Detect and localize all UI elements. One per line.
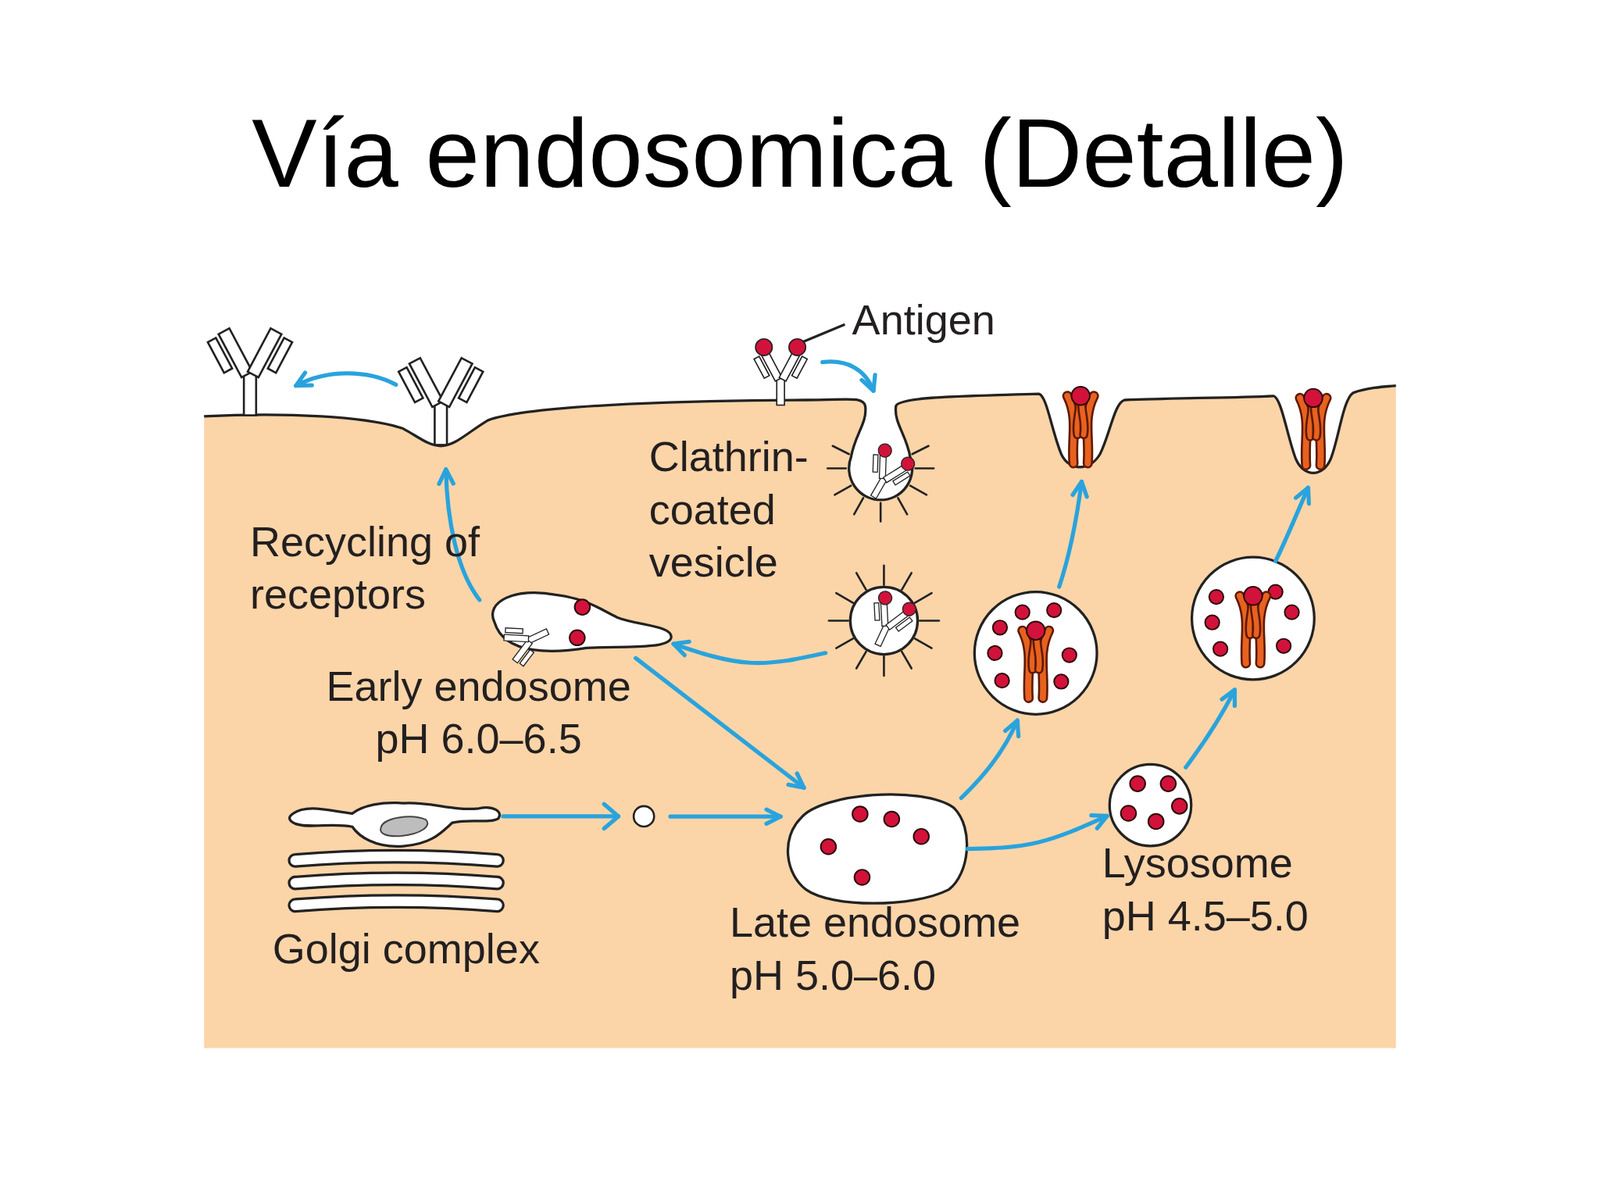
slide-title: Vía endosomica (Detalle) — [0, 103, 1600, 202]
clathrin-spike — [914, 592, 932, 603]
mhc-vesicle — [974, 592, 1097, 715]
golgi-cisterna — [289, 850, 504, 867]
ph-label: pH 4.5–5.0 — [1102, 889, 1309, 943]
ph-label: pH 6.0–6.5 — [375, 712, 582, 766]
antigen-dot — [854, 869, 871, 886]
ph-label: pH 5.0–6.0 — [729, 949, 936, 1003]
clathrin-spike — [919, 619, 940, 622]
mhc-molecule — [1239, 586, 1267, 664]
flow-arrow — [967, 815, 1108, 849]
antigen-receptor — [753, 339, 808, 406]
clathrin-spike — [828, 619, 849, 622]
antigen-dot — [569, 630, 586, 647]
antigen-dot — [821, 839, 837, 855]
golgi-complex: Golgi complex — [289, 799, 504, 915]
pathway-label: Recycling of receptors — [250, 515, 500, 622]
endosome-membrane — [788, 794, 968, 904]
node-label: Clathrin- coated vesicle — [649, 430, 837, 590]
early-endosome: Early endosomepH 6.0–6.5 — [484, 586, 674, 658]
late-endosome-shape — [780, 787, 968, 904]
node-label: Golgi complex — [272, 922, 540, 976]
mhc-molecule — [1300, 389, 1327, 466]
antigen-dot — [1160, 775, 1177, 792]
antigen-dot — [1121, 805, 1137, 822]
golgi-content — [380, 816, 428, 836]
antigen-dot — [1130, 775, 1147, 792]
node-label: Lysosome — [1102, 836, 1293, 890]
leader-line — [803, 324, 846, 342]
node-label: Early endosome — [325, 660, 631, 714]
late-endosome: Late endosomepH 5.0–6.0 — [780, 787, 968, 904]
golgi-cisterna — [289, 872, 504, 890]
lysosome: LysosomepH 4.5–5.0 — [1107, 763, 1194, 847]
flow-arrows — [296, 361, 1309, 798]
clathrin-spike — [882, 656, 886, 676]
transport-vesicle — [633, 806, 654, 827]
flow-arrow — [635, 657, 804, 788]
node-label: Late endosome — [729, 896, 1021, 950]
cytoplasm — [203, 385, 1397, 1049]
receptor — [207, 328, 294, 415]
antigen-receptor — [857, 588, 920, 654]
lysosome-shape — [1107, 763, 1194, 847]
early-endosome-shape — [484, 586, 674, 658]
golgi-cisterna — [289, 894, 504, 911]
clathrin-spike — [901, 651, 911, 668]
antigen-dot — [852, 806, 868, 822]
antigen-receptor — [854, 440, 918, 508]
clathrin-spike — [856, 572, 866, 590]
mhc-molecule — [1067, 386, 1094, 464]
coated-vesicle-shape — [825, 562, 943, 679]
clathrin-spike — [856, 651, 866, 668]
endosome-membrane — [492, 592, 672, 652]
flow-arrow — [673, 643, 826, 663]
antigen-dot — [1171, 798, 1188, 815]
antigen-dot — [914, 828, 930, 845]
mhc-vesicle — [1192, 557, 1315, 680]
antigen-label: Antigen — [852, 293, 996, 347]
antigen-dot — [575, 599, 591, 615]
clathrin-spike — [882, 565, 886, 586]
golgi-cisterna — [289, 802, 500, 847]
coated-vesicle: Clathrin- coated vesicle — [825, 562, 943, 679]
flow-arrow — [503, 814, 781, 819]
flow-arrowhead — [603, 803, 618, 829]
antigen-dot — [884, 811, 900, 828]
receptor — [397, 357, 485, 445]
clathrin-spike — [835, 592, 853, 603]
clathrin-spike — [835, 638, 853, 648]
golgi-complex-shape — [289, 799, 504, 915]
lysosome-membrane — [1109, 764, 1191, 846]
mhc-molecule — [1022, 621, 1050, 698]
clathrin-spike — [901, 572, 911, 590]
receptor — [499, 611, 558, 670]
antigen-dot — [1148, 814, 1165, 830]
clathrin-spike — [914, 638, 932, 648]
